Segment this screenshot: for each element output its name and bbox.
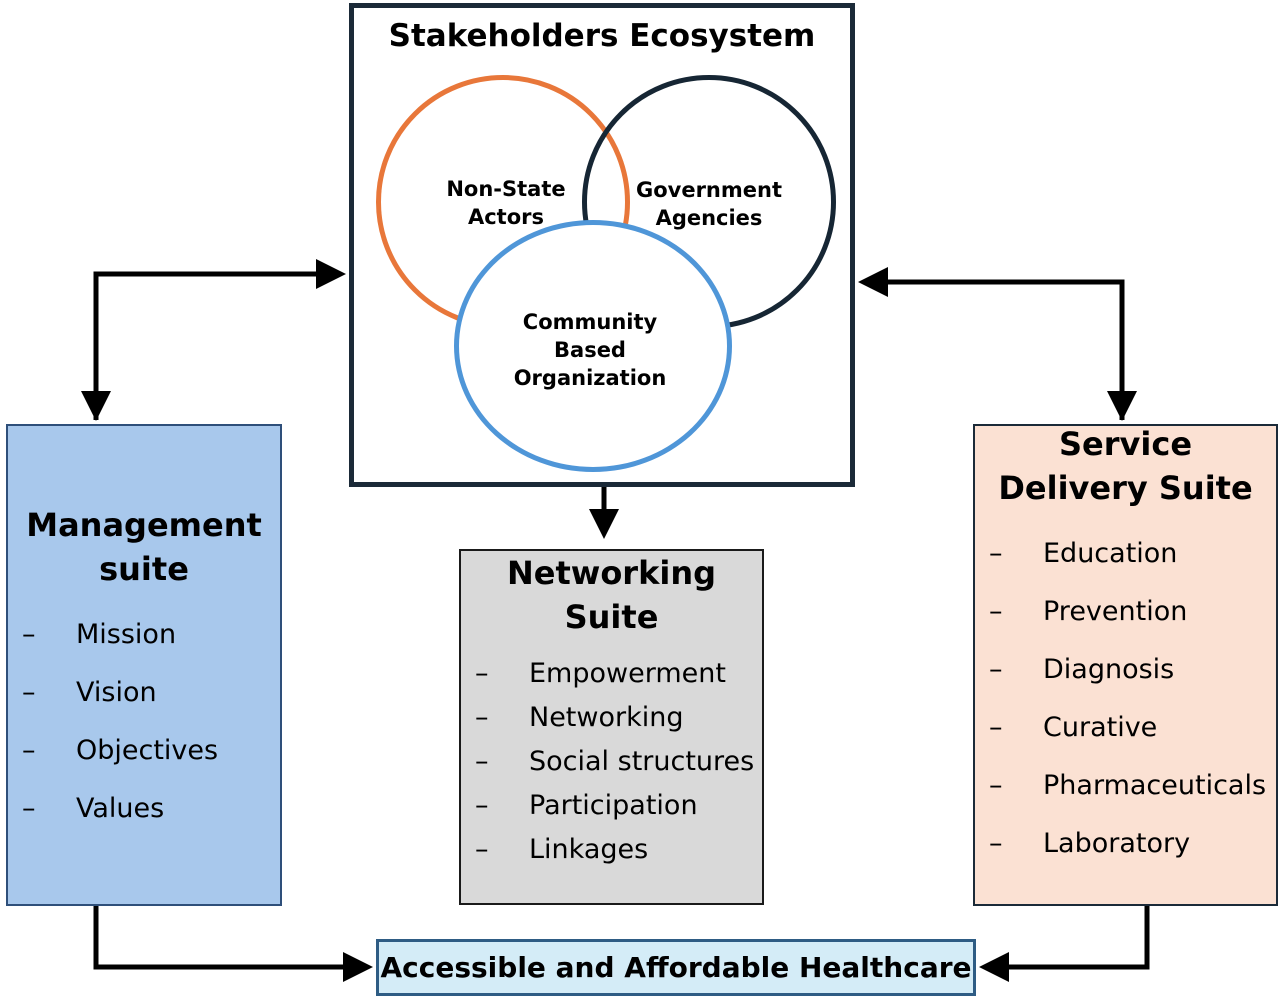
list-item: –Education xyxy=(989,538,1178,569)
service-delivery-suite-list: –Education –Prevention –Diagnosis –Curat… xyxy=(989,538,1266,886)
list-item: –Values xyxy=(22,793,165,824)
networking-suite-list: –Empowerment –Networking –Social structu… xyxy=(475,658,754,878)
list-item: –Curative xyxy=(989,712,1158,743)
service-delivery-suite-title: Service Delivery Suite xyxy=(998,425,1253,507)
list-item: –Social structures xyxy=(475,746,755,777)
healthcare-label: Accessible and Affordable Healthcare xyxy=(380,951,972,984)
list-item: –Laboratory xyxy=(989,828,1191,859)
ecosystem-title: Stakeholders Ecosystem xyxy=(388,18,816,54)
networking-suite-title: Networking Suite xyxy=(506,554,717,636)
stakeholders-ecosystem-box: Stakeholders Ecosystem Non-State Actors … xyxy=(349,3,855,487)
accessible-affordable-healthcare-box: Accessible and Affordable Healthcare xyxy=(376,939,976,996)
management-suite-list: –Mission –Vision –Objectives –Values xyxy=(22,619,218,851)
arrow-management-to-ecosystem xyxy=(93,259,346,420)
arrow-service-to-healthcare xyxy=(979,906,1150,982)
arrow-service-to-ecosystem xyxy=(858,267,1125,420)
list-item: –Linkages xyxy=(475,834,649,865)
networking-suite-box: Networking Suite –Empowerment –Networkin… xyxy=(459,549,764,905)
list-item: –Diagnosis xyxy=(989,654,1175,685)
community-based-organization-label: Community Based Organization xyxy=(513,310,667,390)
non-state-actors-label: Non-State Actors xyxy=(446,177,566,229)
list-item: –Prevention xyxy=(989,596,1188,627)
management-suite-box: Management suite –Mission –Vision –Objec… xyxy=(6,424,282,906)
government-agencies-label: Government Agencies xyxy=(635,178,782,230)
management-suite-title: Management suite xyxy=(26,506,262,588)
list-item: –Empowerment xyxy=(475,658,726,689)
list-item: –Mission xyxy=(22,619,177,650)
list-item: –Vision xyxy=(22,677,157,708)
service-delivery-suite-box: Service Delivery Suite –Education –Preve… xyxy=(973,424,1278,906)
list-item: –Objectives xyxy=(22,735,219,766)
arrow-management-to-healthcare xyxy=(93,906,373,982)
community-based-organization-circle xyxy=(454,220,732,472)
list-item: –Networking xyxy=(475,702,684,733)
list-item: –Pharmaceuticals xyxy=(989,770,1267,801)
list-item: –Participation xyxy=(475,790,698,821)
